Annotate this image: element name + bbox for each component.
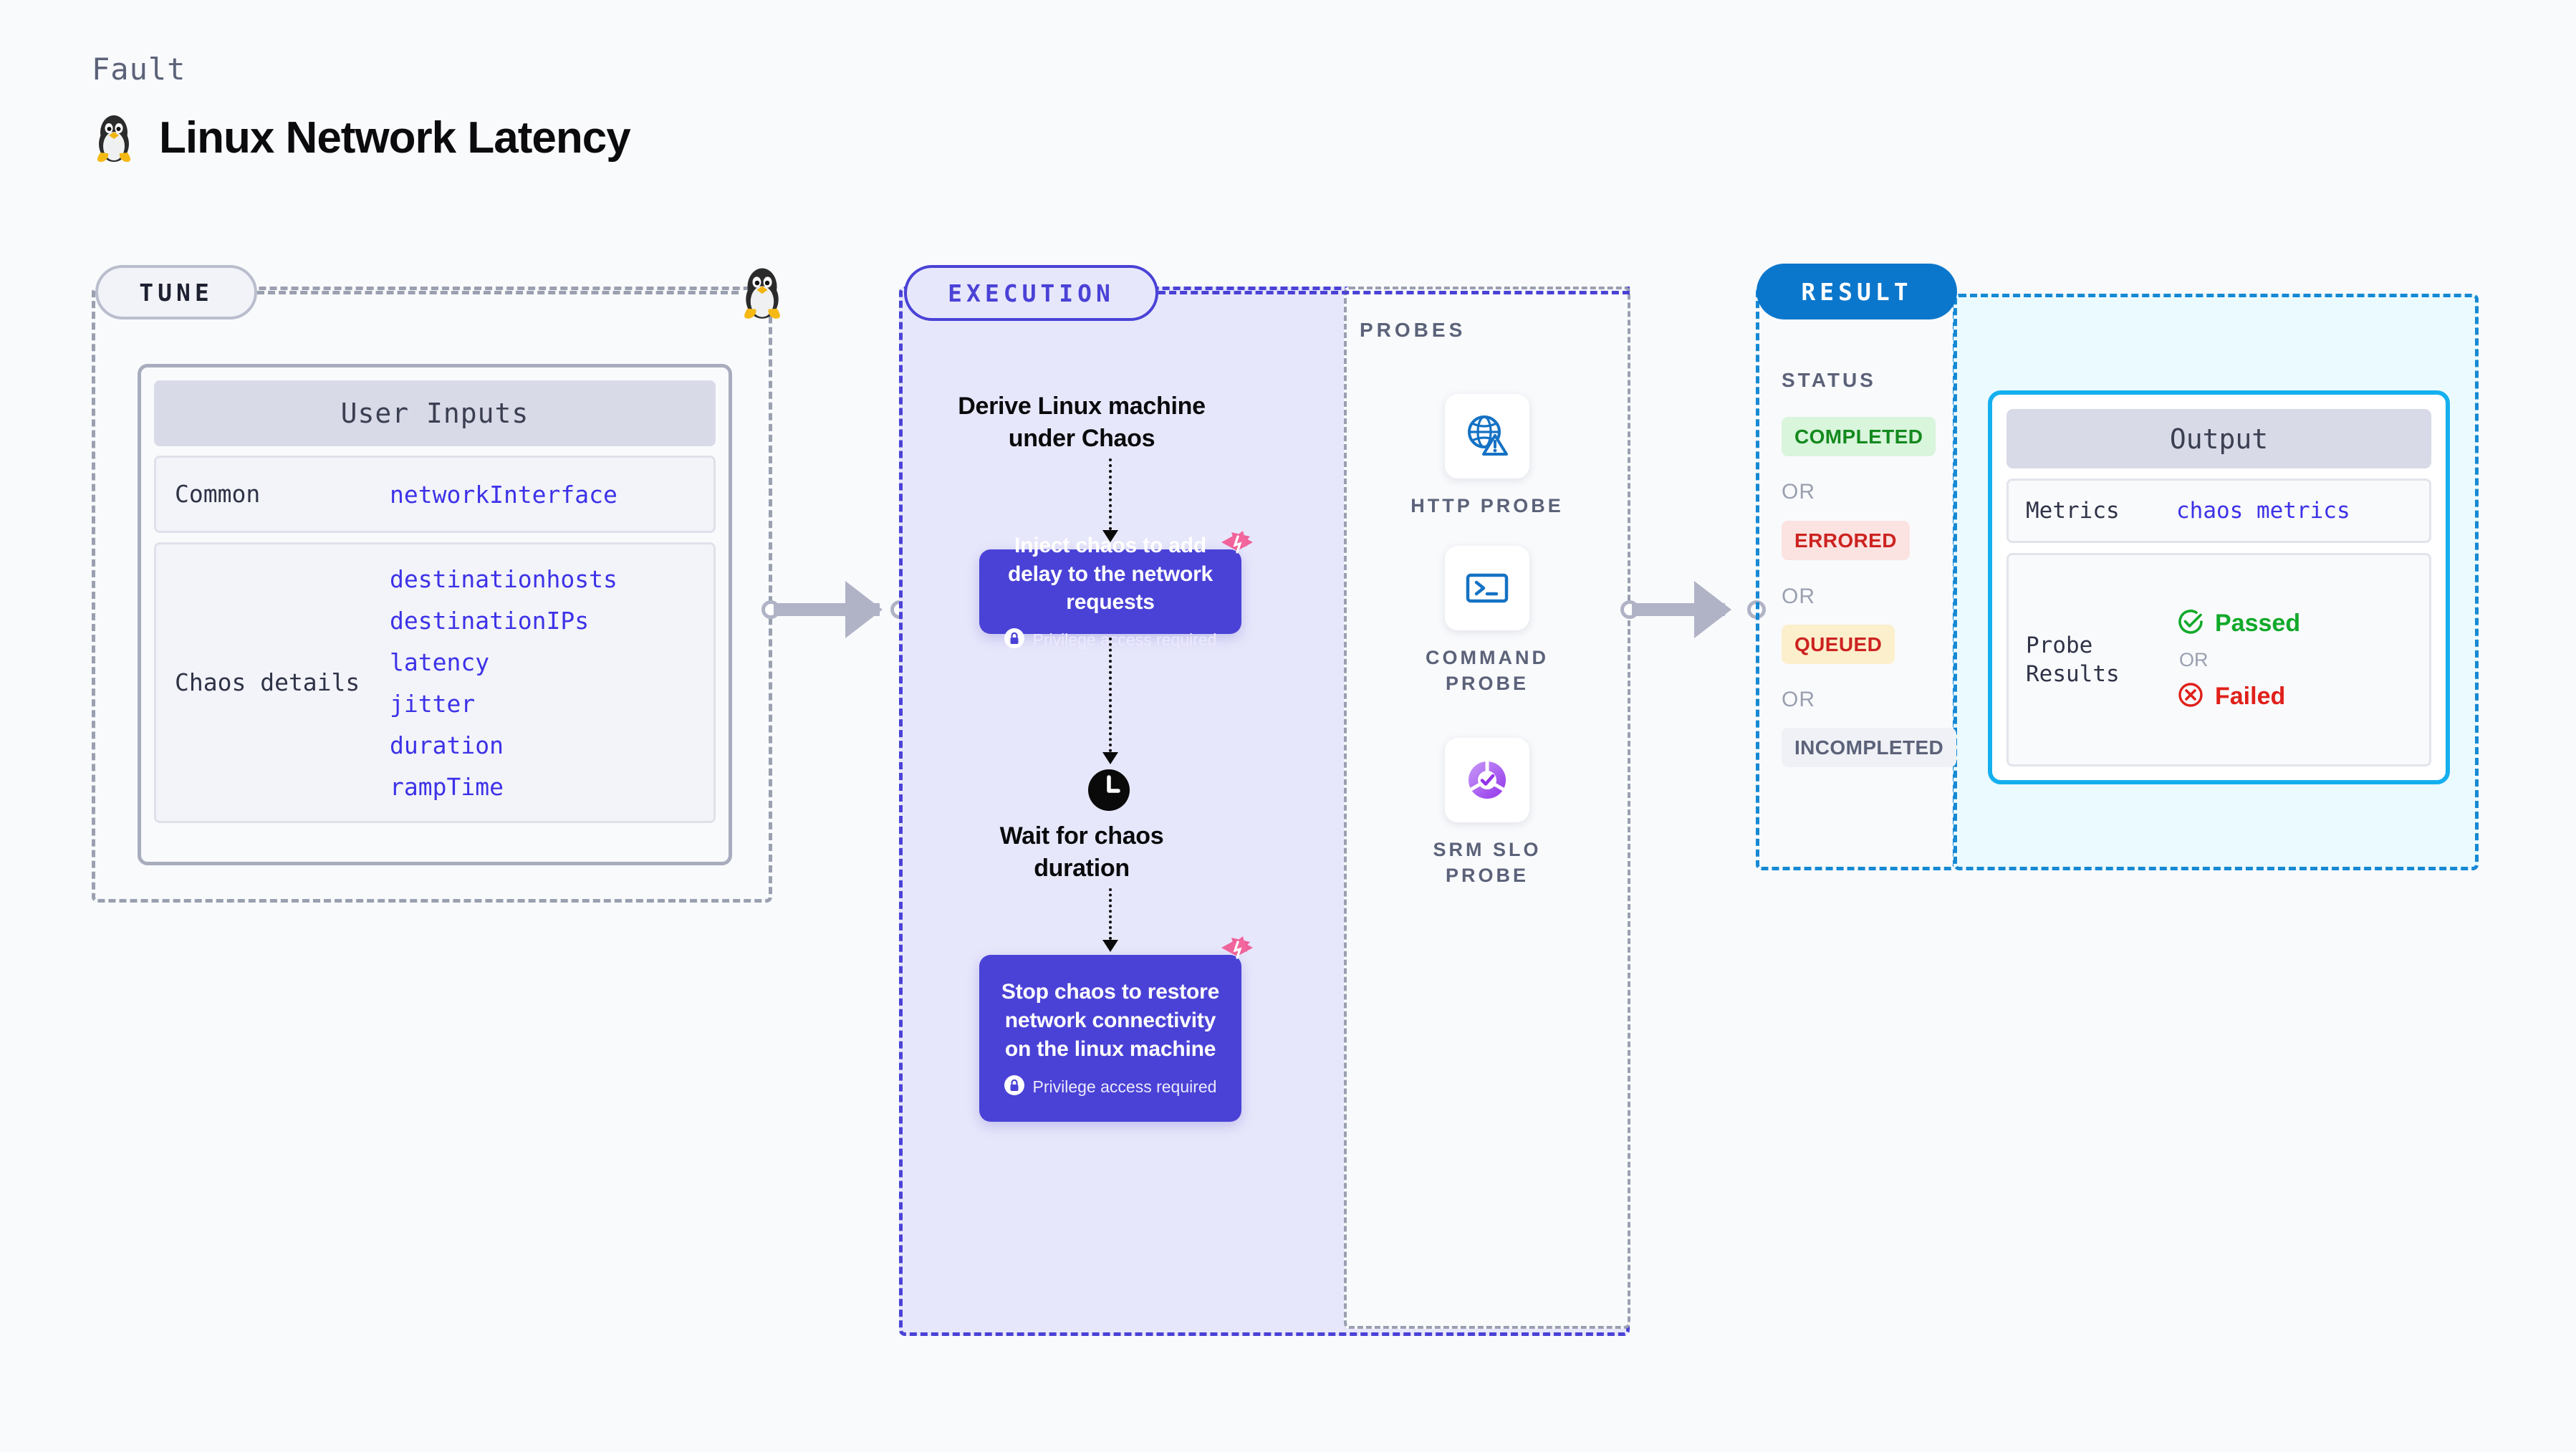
- tune-linux-tux-icon: [738, 264, 787, 324]
- flow-connector-dotted: [1109, 458, 1112, 530]
- page-title: Linux Network Latency: [159, 112, 631, 163]
- execution-card-text: Stop chaos to restore network connectivi…: [1001, 980, 1220, 1061]
- connector-arrowhead-2: [1694, 581, 1731, 638]
- probe-result-failed-label: Failed: [2215, 682, 2286, 710]
- execution-step-title: Wait for chaos duration: [999, 822, 1164, 882]
- execution-card-text: Inject chaos to add delay to the network…: [1007, 533, 1213, 615]
- tune-value: duration: [390, 731, 504, 759]
- harness-logo-icon: [1216, 527, 1257, 572]
- output-metrics-value: chaos metrics: [2176, 498, 2350, 524]
- probe-item-command[interactable]: COMMAND PROBE: [1344, 546, 1630, 697]
- linux-tux-icon: [92, 111, 136, 164]
- output-card: Output Metrics chaos metrics Probe Resul…: [1988, 390, 2450, 784]
- status-badge-completed: COMPLETED: [1782, 417, 1936, 456]
- execution-card-stop-chaos[interactable]: Stop chaos to restore network connectivi…: [979, 936, 1253, 1122]
- tune-row-label: Chaos details: [175, 668, 360, 697]
- user-inputs-card: User Inputs Common networkInterface Chao…: [138, 364, 732, 865]
- probe-result-passed-label: Passed: [2215, 609, 2301, 637]
- probe-item-http[interactable]: HTTP PROBE: [1344, 394, 1630, 519]
- probe-result-failed: Failed: [2176, 681, 2300, 713]
- x-circle-icon: [2176, 681, 2205, 713]
- tune-row-label: Common: [175, 480, 261, 509]
- or-separator: OR: [1782, 585, 1815, 608]
- user-inputs-header: User Inputs: [154, 380, 716, 446]
- output-row-probe-results: Probe Results Passed OR: [2007, 553, 2431, 766]
- tune-row-common: Common networkInterface: [154, 456, 716, 533]
- terminal-icon: [1445, 546, 1529, 630]
- clock-icon: [1087, 768, 1131, 816]
- tune-value: destinationhosts: [390, 564, 617, 593]
- srm-slo-icon: [1445, 738, 1529, 822]
- tune-section-pill[interactable]: TUNE: [95, 265, 257, 319]
- probe-label: SRM SLO PROBE: [1433, 839, 1542, 887]
- privilege-note: Privilege access required: [1004, 628, 1217, 652]
- probe-label: COMMAND PROBE: [1426, 647, 1549, 695]
- globe-warning-icon: [1445, 394, 1529, 479]
- fault-kicker-label: Fault: [92, 52, 186, 87]
- status-label: STATUS: [1782, 369, 1876, 391]
- result-section-pill[interactable]: RESULT: [1756, 264, 1957, 319]
- execution-pill-connector: [1158, 291, 1630, 294]
- execution-section-pill[interactable]: EXECUTION: [904, 265, 1158, 321]
- or-separator: OR: [1782, 480, 1815, 504]
- output-probe-results-values: Passed OR Failed: [2176, 607, 2300, 713]
- tune-row-values: destinationhosts destinationIPs latency …: [390, 565, 617, 801]
- lock-icon: [1004, 1074, 1024, 1099]
- status-badge-incompleted: INCOMPLETED: [1782, 728, 1957, 767]
- privilege-note-text: Privilege access required: [1032, 630, 1217, 650]
- output-probe-results-label: Probe Results: [2026, 632, 2120, 687]
- tune-pill-connector: [257, 291, 739, 294]
- lock-icon: [1004, 628, 1024, 652]
- probe-label: HTTP PROBE: [1410, 495, 1564, 516]
- flow-arrowhead: [1102, 530, 1118, 542]
- tune-section-frame: [92, 287, 772, 903]
- execution-step-title: Derive Linux machine under Chaos: [958, 393, 1206, 452]
- output-metrics-label: Metrics: [2026, 497, 2120, 524]
- flow-connector-dotted: [1109, 638, 1112, 752]
- or-separator: OR: [2179, 648, 2209, 670]
- tune-value: latency: [390, 648, 490, 676]
- execution-card-inject-chaos[interactable]: Inject chaos to add delay to the network…: [979, 531, 1253, 649]
- probe-item-srm-slo[interactable]: SRM SLO PROBE: [1344, 738, 1630, 889]
- page-title-row: Linux Network Latency: [92, 111, 631, 164]
- privilege-note-text: Privilege access required: [1032, 1077, 1217, 1096]
- output-card-header: Output: [2007, 409, 2431, 468]
- flow-arrowhead: [1102, 940, 1118, 952]
- flow-connector-dotted: [1109, 888, 1112, 940]
- tune-value: jitter: [390, 689, 476, 718]
- tune-row-values: networkInterface: [390, 481, 617, 509]
- tune-value: networkInterface: [390, 480, 617, 509]
- status-badge-queued: QUEUED: [1782, 625, 1895, 664]
- or-separator: OR: [1782, 688, 1815, 711]
- tune-row-chaos-details: Chaos details destinationhosts destinati…: [154, 542, 716, 823]
- check-circle-icon: [2176, 607, 2205, 640]
- probe-result-passed: Passed: [2176, 607, 2300, 640]
- connector-arrowhead-1: [845, 581, 883, 638]
- probes-section-label: PROBES: [1360, 319, 1466, 341]
- harness-logo-icon: [1216, 932, 1257, 977]
- flow-arrowhead: [1102, 752, 1118, 764]
- status-badge-errored: ERRORED: [1782, 521, 1910, 560]
- privilege-note: Privilege access required: [1004, 1074, 1217, 1099]
- tune-value: rampTime: [390, 772, 504, 801]
- output-row-metrics: Metrics chaos metrics: [2007, 479, 2431, 543]
- tune-value: destinationIPs: [390, 606, 590, 635]
